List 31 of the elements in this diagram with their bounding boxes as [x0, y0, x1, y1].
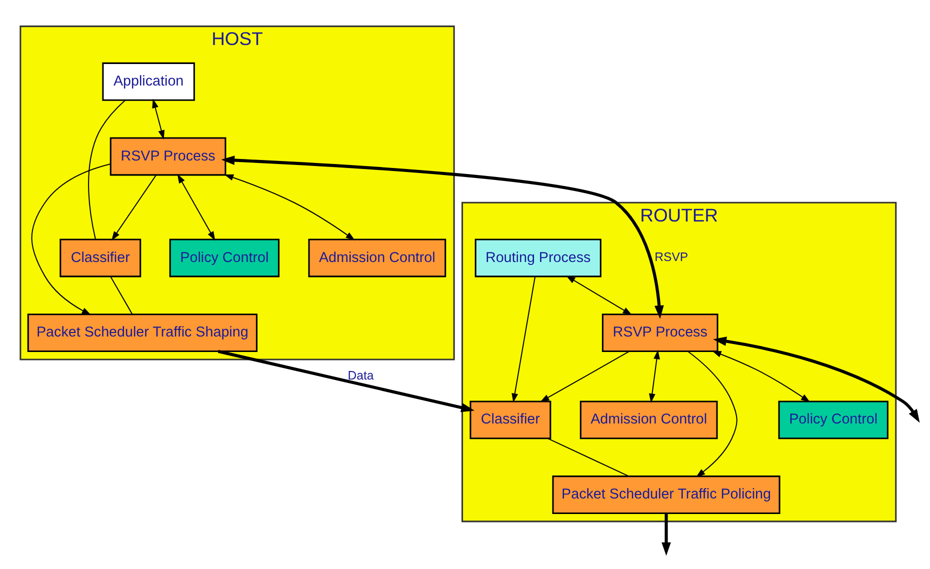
node-box: Routing Process — [474, 238, 602, 277]
arrow — [688, 350, 738, 477]
arrow — [648, 349, 660, 402]
arrow — [112, 174, 156, 240]
connector — [548, 437, 629, 476]
arrow — [221, 155, 664, 318]
edge-label: RSVP — [654, 250, 688, 264]
node-box: Application — [102, 62, 195, 100]
node-box: RSVP Process — [602, 313, 718, 352]
node-box: Policy Control — [169, 238, 280, 277]
arrow — [31, 163, 111, 314]
connector — [110, 276, 133, 314]
node-box: Packet Scheduler Traffic Policing — [552, 475, 780, 514]
edge-label: Data — [348, 368, 374, 382]
node-box: RSVP Process — [110, 136, 226, 176]
node-box: Policy Control — [778, 400, 888, 439]
arrow — [512, 276, 536, 402]
arrow — [177, 173, 216, 240]
arrow — [152, 98, 165, 139]
arrow — [540, 350, 630, 402]
node-box: Admission Control — [308, 238, 446, 277]
node-box: Classifier — [60, 238, 142, 277]
arrow — [566, 275, 632, 315]
arrow — [224, 174, 355, 240]
arrow — [713, 336, 920, 422]
node-box: Packet Scheduler Traffic Shaping — [27, 313, 258, 352]
node-box: Classifier — [470, 400, 552, 439]
arrow — [662, 512, 671, 556]
connector — [88, 99, 126, 239]
arrow — [712, 350, 810, 402]
node-box: Admission Control — [580, 400, 718, 439]
